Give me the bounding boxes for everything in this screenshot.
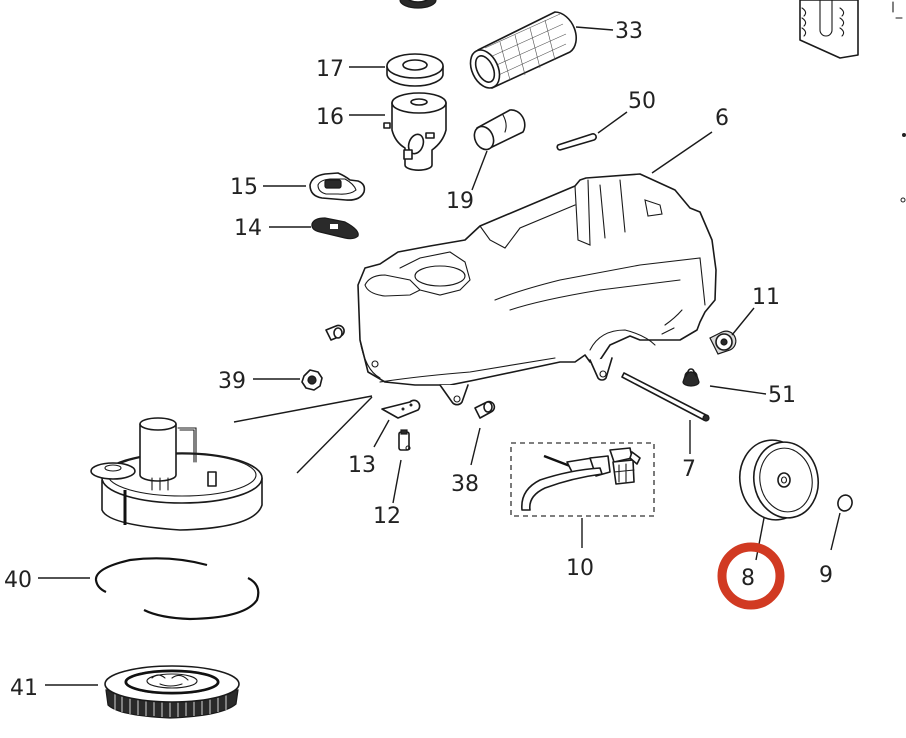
part-11-bushing[interactable]: 11 <box>709 285 780 355</box>
label-11: 11 <box>752 285 780 310</box>
part-51-cap-nut[interactable]: 51 <box>682 368 796 408</box>
label-33: 33 <box>615 19 643 44</box>
small-spacer-unlabeled <box>325 324 345 341</box>
motor-deck-assembly <box>90 395 373 531</box>
label-13: 13 <box>348 453 376 478</box>
part-33-filter-cartridge[interactable]: 33 <box>465 11 643 93</box>
label-9: 9 <box>819 563 833 588</box>
part-15-gasket-frame[interactable]: 15 <box>230 172 366 201</box>
part-12-clamp[interactable]: 12 <box>373 429 411 529</box>
part-14-pad[interactable]: 14 <box>234 216 359 241</box>
partial-top-part <box>399 0 437 9</box>
part-13-bracket-plate[interactable]: 13 <box>348 399 421 478</box>
label-6: 6 <box>715 106 729 131</box>
part-41-brush[interactable]: 41 <box>10 665 240 719</box>
label-14: 14 <box>234 216 262 241</box>
part-50-pin[interactable]: 50 <box>556 89 656 151</box>
partial-right-part <box>799 0 906 203</box>
label-12: 12 <box>373 504 401 529</box>
label-7: 7 <box>682 457 696 482</box>
label-39: 39 <box>218 369 246 394</box>
part-38-spacer[interactable]: 38 <box>451 400 496 497</box>
part-16-vacuum-motor[interactable]: 16 <box>316 92 447 171</box>
label-40: 40 <box>4 568 32 593</box>
label-16: 16 <box>316 105 344 130</box>
label-38: 38 <box>451 472 479 497</box>
part-8-wheel[interactable]: 8 <box>717 435 824 610</box>
part-39-knob-nut[interactable]: 39 <box>218 369 323 394</box>
part-6-main-body-housing[interactable]: 6 <box>357 106 729 406</box>
label-41: 41 <box>10 676 38 701</box>
highlight-circle <box>717 542 785 610</box>
part-17-motor-gasket-ring[interactable]: 17 <box>316 53 444 87</box>
part-10-pump-assembly[interactable]: 10 <box>510 442 655 581</box>
label-50: 50 <box>628 89 656 114</box>
part-19-hose-connector[interactable]: 19 <box>446 109 526 214</box>
label-19: 19 <box>446 189 474 214</box>
label-8: 8 <box>741 566 755 591</box>
part-9-hub-cap[interactable]: 9 <box>819 493 854 588</box>
label-51: 51 <box>768 383 796 408</box>
label-15: 15 <box>230 175 258 200</box>
label-10: 10 <box>566 556 594 581</box>
label-17: 17 <box>316 57 344 82</box>
part-7-axle[interactable]: 7 <box>621 372 710 482</box>
part-40-split-ring[interactable]: 40 <box>4 557 260 621</box>
